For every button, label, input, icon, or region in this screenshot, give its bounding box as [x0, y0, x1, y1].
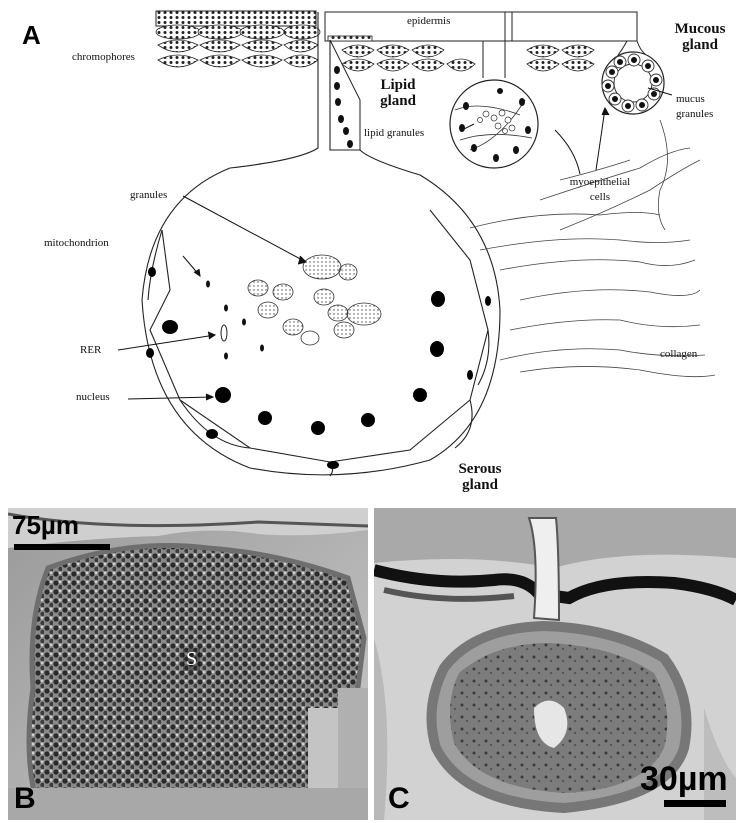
- panel-b-scale-label: 75µm: [12, 510, 79, 541]
- panel-b-scale-bar: [14, 544, 110, 550]
- panel-b-micrograph: 75µm S B: [8, 508, 368, 820]
- nucleus-label: nucleus: [76, 392, 110, 403]
- panel-b-region-label: S: [183, 648, 200, 671]
- lipid-granules-label: lipid granules: [364, 128, 424, 139]
- serous-gland-label: Serous gland: [440, 462, 520, 494]
- collagen-label: collagen: [660, 349, 697, 360]
- chromophores-label: chromophores: [72, 52, 135, 63]
- mucous-gland-label: Mucous gland: [670, 22, 730, 54]
- granules-label: granules: [130, 190, 167, 201]
- panel-c-scale-label: 30µm: [640, 760, 728, 799]
- panel-c-letter: C: [388, 784, 410, 814]
- myoepithelial-cells-label: myoepithelial cells: [560, 175, 640, 205]
- rer-shape: [221, 325, 227, 341]
- panel-b-letter: B: [14, 784, 36, 814]
- mitochondrion-label: mitochondrion: [44, 238, 109, 249]
- panel-a-letter: A: [22, 22, 41, 48]
- mucus-granules-label: mucus granules: [676, 92, 720, 122]
- panel-c-micrograph: 30µm C: [374, 508, 736, 820]
- panel-c-scale-bar: [664, 800, 726, 807]
- panel-a-diagram: [0, 0, 740, 505]
- secretory-granules: [248, 255, 381, 345]
- serous-gland-outline: [142, 12, 500, 476]
- rer-label: RER: [80, 345, 101, 356]
- lipid-gland-label: Lipid gland: [372, 78, 424, 110]
- mucous-gland: [602, 41, 664, 114]
- epidermis-label: epidermis: [407, 16, 450, 27]
